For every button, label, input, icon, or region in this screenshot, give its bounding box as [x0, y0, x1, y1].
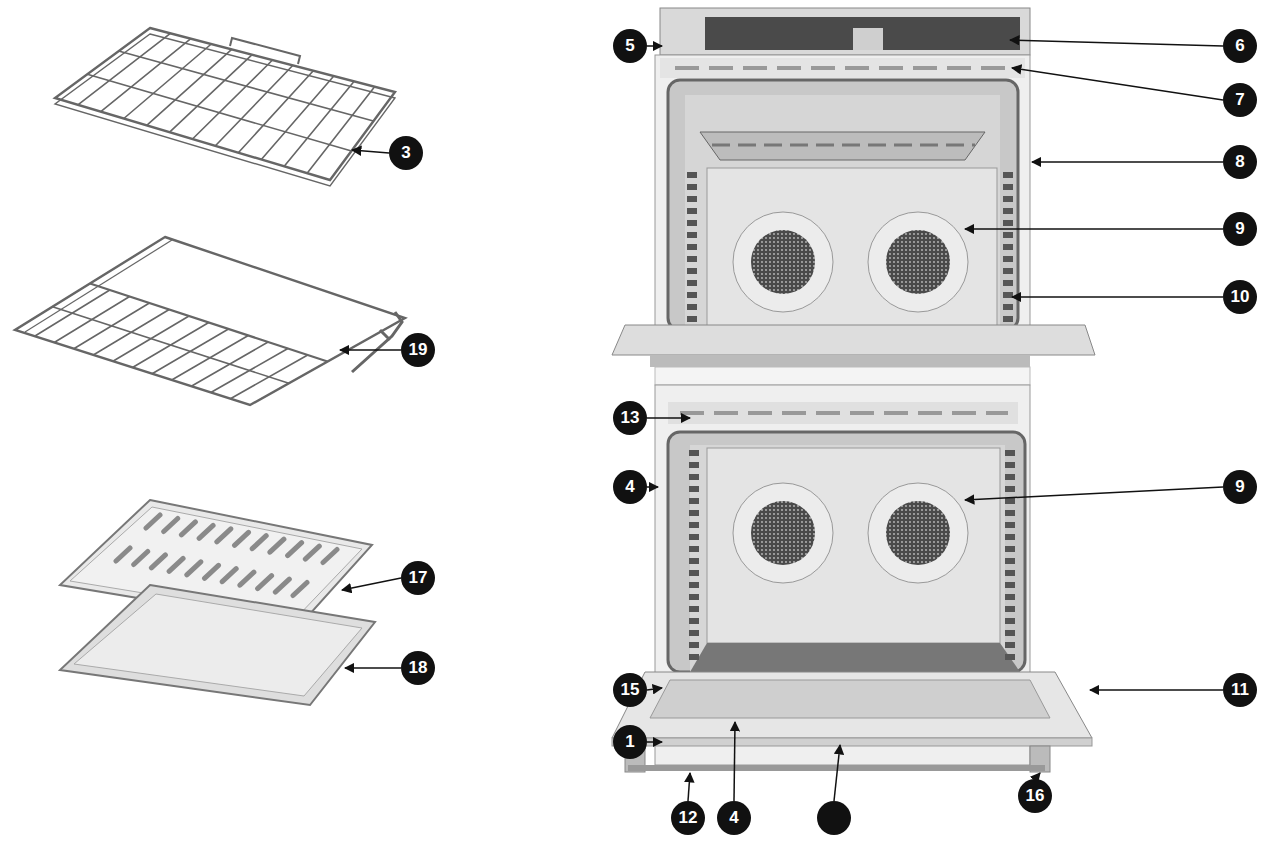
- wall-oven: [660, 58, 1025, 78]
- leader-lines: [1090, 689, 1223, 691]
- leader-lines: [647, 741, 662, 743]
- wall-oven: [668, 432, 1025, 672]
- callout-number: 4: [613, 470, 647, 504]
- extension-rack: [53, 307, 289, 384]
- leader-lines: [647, 417, 690, 419]
- leader-lines: [340, 40, 1223, 801]
- callout-number: 3: [389, 136, 423, 170]
- callout-number: 11: [1223, 673, 1257, 707]
- leader-lines: [688, 773, 690, 801]
- wire-rack: [78, 33, 375, 173]
- wall-oven: [668, 402, 1018, 424]
- leader-lines: [342, 578, 401, 590]
- callout-number: 18: [401, 651, 435, 685]
- leader-lines: [965, 228, 1223, 230]
- callout-number: 13: [613, 401, 647, 435]
- wall-oven: [868, 483, 968, 583]
- wall-oven: [707, 168, 997, 328]
- callout-number: 4: [717, 801, 751, 835]
- leader-lines: [340, 349, 401, 351]
- blank-callout: [817, 801, 851, 835]
- extension-rack: [15, 237, 405, 405]
- callout-number: 9: [1223, 212, 1257, 246]
- wall-oven: [612, 8, 1095, 772]
- wall-oven: [751, 501, 815, 565]
- leader-lines: [1012, 296, 1223, 298]
- leader-lines: [352, 150, 389, 153]
- leader-lines: [965, 487, 1223, 500]
- wire-rack: [55, 28, 395, 186]
- wall-oven: [612, 325, 1095, 355]
- wall-oven: [650, 355, 1030, 367]
- wall-oven: [689, 450, 699, 665]
- wall-oven: [886, 501, 950, 565]
- wire-rack: [55, 34, 395, 186]
- callout-number: 12: [671, 801, 705, 835]
- wall-oven: [680, 411, 1008, 415]
- wall-oven: [733, 483, 833, 583]
- callout-number: 5: [613, 29, 647, 63]
- leader-lines: [734, 722, 735, 801]
- wall-oven: [707, 448, 1000, 643]
- wall-oven: [650, 680, 1050, 718]
- leader-lines: [1012, 68, 1223, 100]
- broil-pan: [74, 594, 362, 696]
- wall-oven: [655, 55, 1030, 330]
- callout-number: 9: [1223, 470, 1257, 504]
- callout-number: 6: [1223, 29, 1257, 63]
- wall-oven: [853, 28, 883, 50]
- wall-oven: [886, 230, 950, 294]
- extension-rack: [352, 312, 402, 372]
- extension-rack: [25, 240, 172, 332]
- wall-oven: [668, 80, 1018, 330]
- leader-lines: [345, 667, 401, 669]
- wire-rack: [87, 51, 373, 151]
- callout-number: 7: [1223, 83, 1257, 117]
- wall-oven: [700, 132, 985, 160]
- wall-oven: [733, 212, 833, 312]
- callout-number: 16: [1018, 779, 1052, 813]
- extension-rack: [35, 290, 308, 399]
- extension-rack: [15, 237, 405, 405]
- wall-oven: [751, 230, 815, 294]
- wall-oven: [655, 367, 1030, 385]
- wall-oven: [628, 765, 1045, 771]
- wall-oven: [685, 95, 1000, 330]
- wall-oven: [868, 212, 968, 312]
- broil-pan: [60, 585, 375, 705]
- wall-oven: [675, 66, 1012, 70]
- wall-oven: [687, 172, 697, 325]
- wall-oven: [1005, 450, 1015, 665]
- wall-oven: [1003, 172, 1013, 325]
- wall-oven: [690, 445, 1005, 672]
- leader-lines: [1010, 40, 1223, 46]
- wall-oven: [712, 144, 975, 147]
- leader-lines: [1032, 161, 1223, 163]
- broil-pan: [60, 585, 375, 705]
- callout-number: 19: [401, 333, 435, 367]
- wall-oven: [690, 643, 1020, 672]
- callout-number: 8: [1223, 145, 1257, 179]
- callout-number: 17: [401, 561, 435, 595]
- wall-oven: [612, 672, 1092, 738]
- wall-oven: [660, 8, 1030, 55]
- broil-pan-insert: [116, 515, 337, 596]
- leader-lines: [647, 688, 662, 690]
- leader-lines: [647, 486, 658, 488]
- callout-number: 10: [1223, 280, 1257, 314]
- leader-lines: [647, 45, 662, 47]
- wire-rack: [230, 38, 300, 64]
- callout-number: 15: [613, 673, 647, 707]
- wire-rack: [55, 28, 395, 180]
- leader-lines: [834, 745, 840, 801]
- wall-oven: [705, 17, 1020, 50]
- wall-oven: [612, 738, 1092, 746]
- callout-number: 1: [613, 725, 647, 759]
